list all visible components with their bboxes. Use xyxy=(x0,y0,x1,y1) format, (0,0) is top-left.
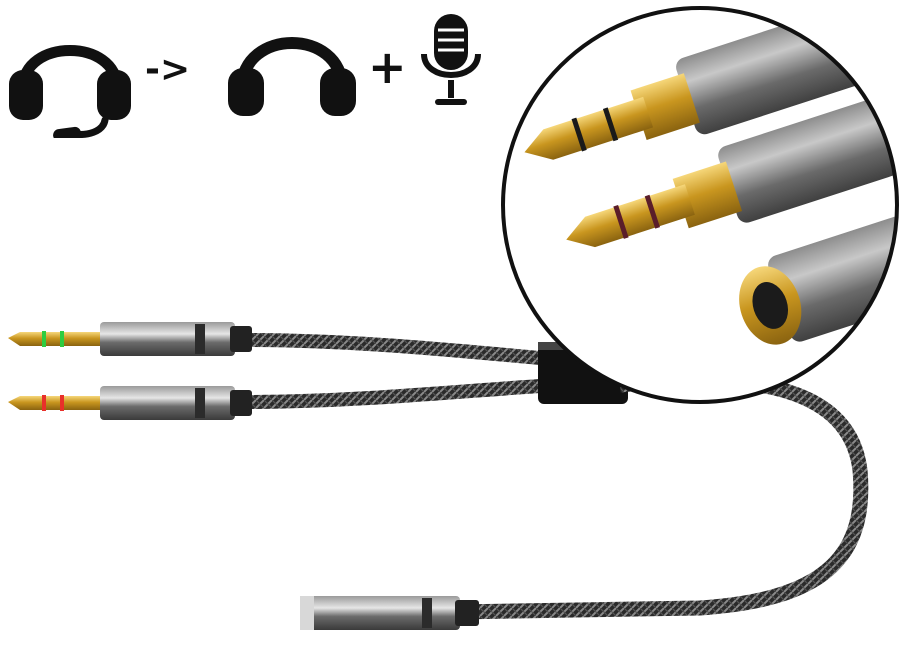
main-cable xyxy=(454,372,869,620)
female-jack xyxy=(300,596,479,630)
arrow-symbol: -> xyxy=(145,49,191,90)
microphone-plug xyxy=(8,386,252,420)
headphone-cable xyxy=(244,333,541,365)
headphones-icon xyxy=(228,37,356,116)
adapter-legend: -> + xyxy=(0,0,500,140)
microphone-cable xyxy=(244,379,541,409)
plus-symbol: + xyxy=(368,40,407,94)
headphone-plug xyxy=(8,322,252,356)
zoom-inset xyxy=(501,6,899,404)
headset-with-mic-icon xyxy=(9,45,131,138)
microphone-icon xyxy=(421,14,481,105)
